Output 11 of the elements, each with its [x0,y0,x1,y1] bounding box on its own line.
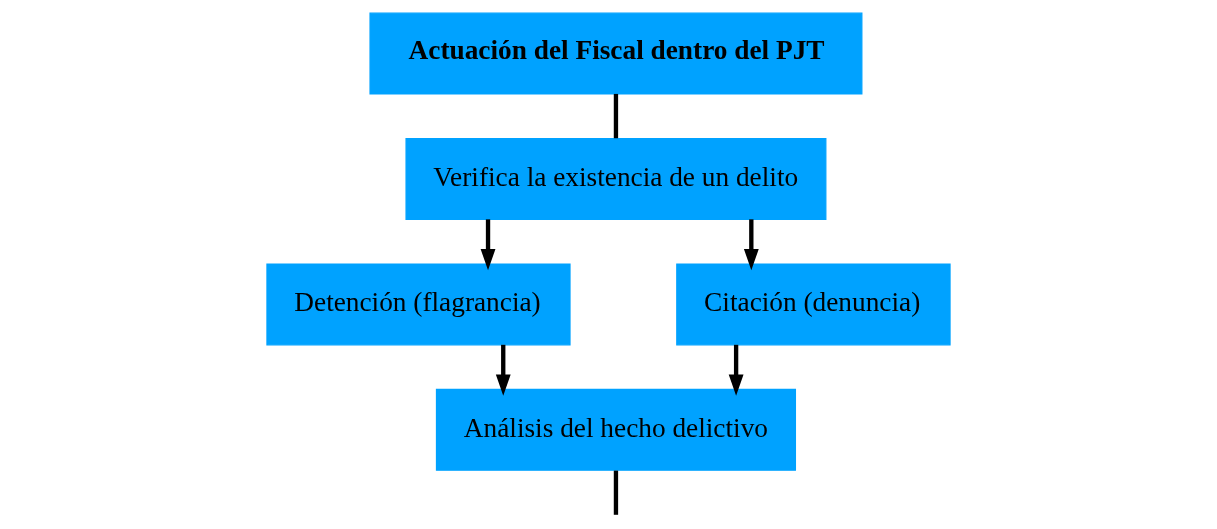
arrow [480,219,496,271]
node-box: Verifica la existencia de un delito [405,138,827,220]
arrow [495,344,511,396]
arrow [728,344,744,396]
connector [613,470,619,515]
connector [613,93,619,139]
node-box: Análisis del hecho delictivo [435,388,797,471]
node-box: Actuación del Fiscal dentro del PJT [369,12,863,95]
arrow [743,219,759,271]
node-box: Detención (flagrancia) [266,263,571,346]
node-box: Citación (denuncia) [676,263,951,346]
